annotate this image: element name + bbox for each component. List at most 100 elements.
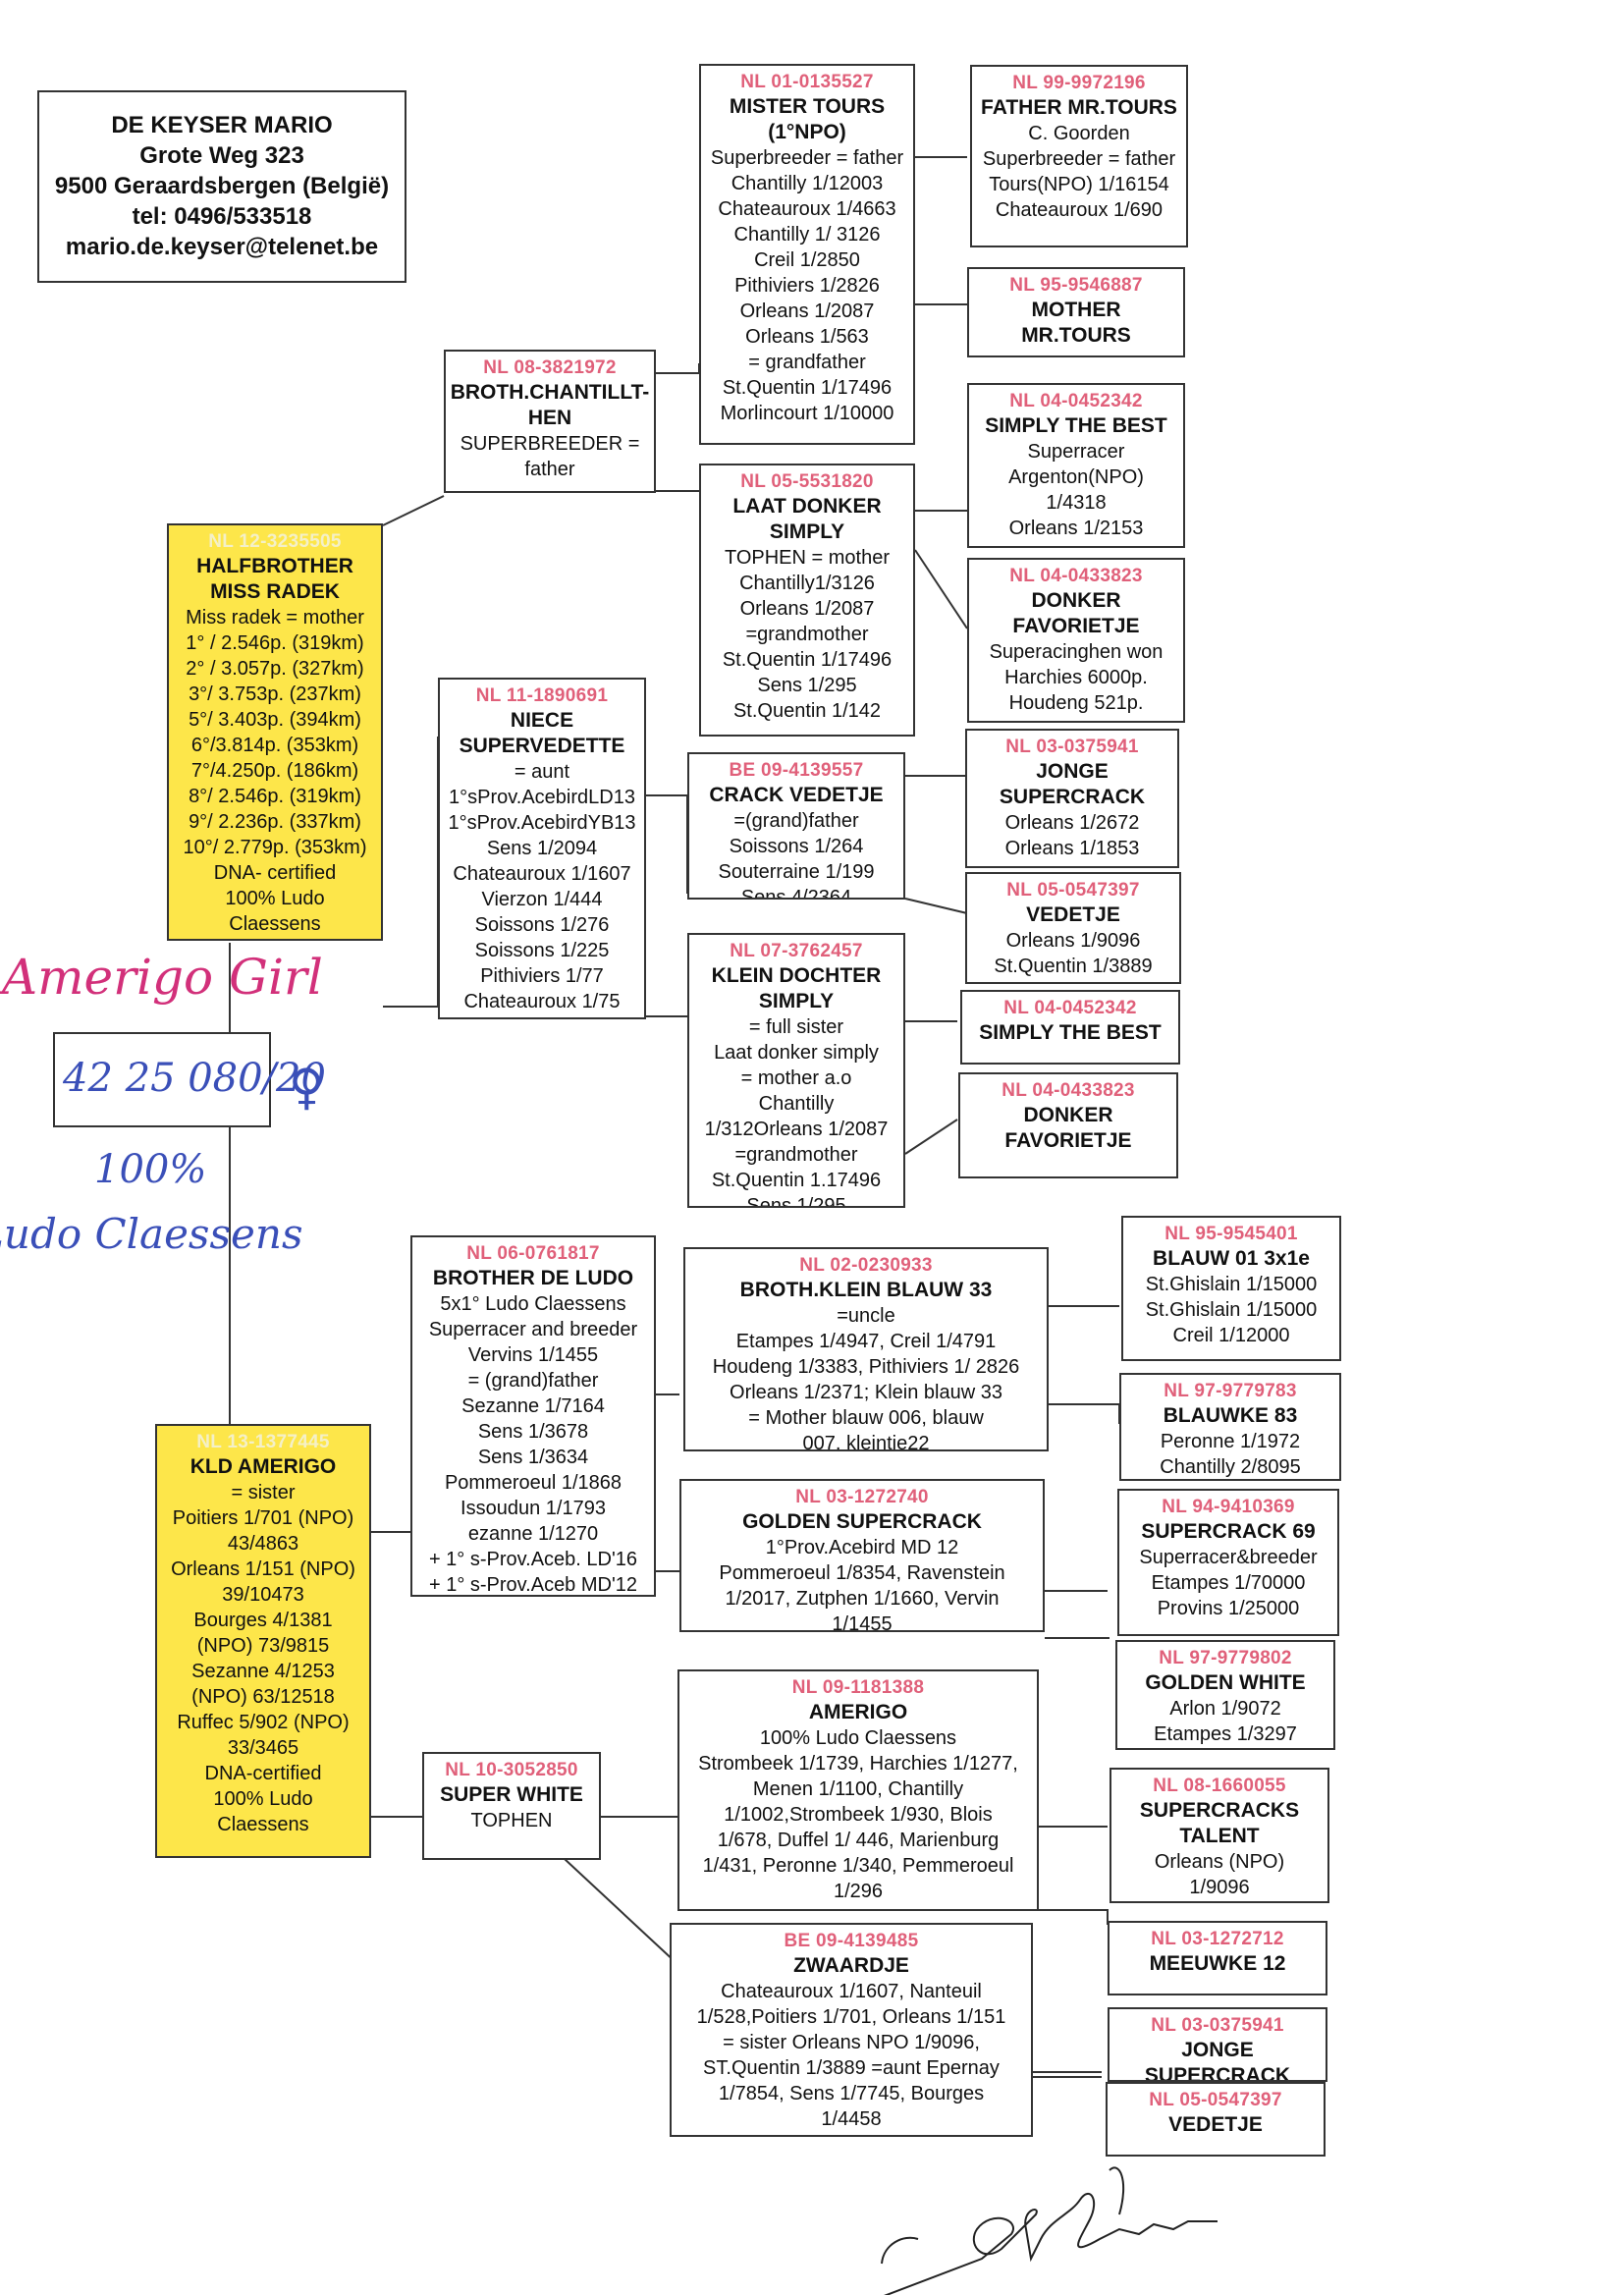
result-line: 1°Prov.Acebird MD 12 — [765, 1537, 959, 1558]
ring-number: NL 03-1272712 — [1151, 1929, 1284, 1949]
ring-number: NL 08-3821972 — [483, 357, 617, 378]
result-line: = sister — [231, 1482, 296, 1503]
signature — [881, 2166, 1218, 2295]
ring-number: NL 04-0452342 — [1003, 998, 1137, 1018]
result-line: St.Ghislain 1/15000 — [1145, 1299, 1318, 1321]
result-line: TOPHEN — [470, 1810, 553, 1831]
result-line: 1°sProv.AcebirdLD13 — [449, 787, 635, 808]
result-line: Superbreeder = father — [710, 147, 904, 169]
handwritten-percent: 100% — [94, 1147, 207, 1192]
result-line: Creil 1/12000 — [1172, 1325, 1290, 1346]
ring-number: NL 03-1272740 — [795, 1487, 929, 1507]
result-line: 100% Ludo — [225, 888, 325, 909]
result-line: 007, kleintje22 — [802, 1433, 930, 1451]
result-line: Harchies 6000p. — [1004, 667, 1148, 688]
ring-number: NL 10-3052850 — [445, 1760, 578, 1780]
result-line: + 1° s-Prov.Aceb. LD'16 — [428, 1549, 638, 1570]
pigeon-name: MISS RADEK — [210, 580, 340, 603]
result-line: 100% Ludo — [213, 1788, 313, 1810]
pigeon-name: GOLDEN SUPERCRACK — [742, 1510, 982, 1533]
result-line: St.Quentin 1/3889 — [994, 956, 1153, 977]
result-line: Pithiviers 1/2826 — [734, 275, 880, 297]
result-line: 39/10473 — [222, 1584, 304, 1606]
result-line: Pithiviers 1/77 — [480, 965, 604, 987]
subject-pigeon-box: 42 25 080/20 — [53, 1032, 326, 1127]
result-line: 1/528,Poitiers 1/701, Orleans 1/151 — [696, 2006, 1006, 2028]
result-line: 3°/ 3.753p. (237km) — [189, 683, 361, 705]
result-line: Arlon 1/9072 — [1169, 1698, 1281, 1720]
ring-number: NL 01-0135527 — [740, 72, 874, 92]
pigeon-name: DONKER — [1031, 589, 1121, 612]
result-line: Etampes 1/70000 — [1151, 1572, 1306, 1594]
result-line: St.Quentin 1/142 — [732, 700, 882, 722]
result-line: Houdeng 521p. — [1008, 692, 1144, 714]
result-line: Orleans 1/2153 — [1008, 518, 1144, 539]
ring-number: NL 11-1890691 — [475, 685, 609, 706]
result-line: Miss radek = mother — [186, 607, 364, 628]
pigeon-name: SIMPLY — [758, 990, 835, 1012]
pigeon-name: ZWAARDJE — [793, 1954, 909, 1977]
result-line: Superacinghen won — [989, 641, 1164, 663]
ring-number: NL 04-0433823 — [1001, 1080, 1135, 1101]
pigeon-name: KLD AMERIGO — [189, 1455, 337, 1478]
pigeon-name: JONGE — [1181, 2039, 1254, 2061]
result-line: =grandmother — [745, 624, 869, 645]
result-line: Creil 1/2850 — [754, 249, 860, 271]
result-line: 1/4318 — [1046, 492, 1107, 514]
pigeon-name: TALENT — [1179, 1825, 1260, 1847]
result-line: St.Quentin 1/17496 — [722, 377, 893, 399]
pigeon-name: SUPERCRACK 69 — [1141, 1520, 1316, 1543]
handwritten-ring: 42 25 080/20 — [63, 1056, 326, 1101]
result-line: Chantilly — [758, 1093, 835, 1115]
result-line: Strombeek 1/1739, Harchies 1/1277, — [698, 1753, 1018, 1775]
result-line: Souterraine 1/199 — [718, 861, 875, 883]
result-line: 1/4458 — [821, 2108, 882, 2130]
result-line: Bourges 4/1381 — [193, 1610, 333, 1631]
pigeon-name: KLEIN DOCHTER — [711, 964, 882, 987]
result-line: 1°sProv.AcebirdYB13 — [448, 812, 636, 834]
result-line: = (grand)father — [467, 1370, 599, 1392]
pigeon-name: SUPERCRACK — [999, 786, 1146, 808]
result-line: Sens 1/3678 — [477, 1421, 589, 1443]
result-line: Pommeroeul 1/1868 — [444, 1472, 623, 1494]
result-line: Sens 1/2094 — [486, 838, 598, 859]
ring-number: NL 97-9779802 — [1159, 1648, 1292, 1668]
result-line: 2° / 3.057p. (327km) — [186, 658, 364, 680]
pigeon-name: BLAUW 01 3x1e — [1153, 1247, 1310, 1270]
result-line: 8°/ 2.546p. (319km) — [189, 786, 361, 807]
owner-email: mario.de.keyser@telenet.be — [65, 234, 379, 260]
result-line: Orleans 1/2672 — [1004, 812, 1140, 834]
result-line: = Mother blauw 006, blauw — [748, 1407, 984, 1429]
result-line: Orleans (NPO) — [1154, 1851, 1285, 1873]
result-line: =uncle — [837, 1305, 895, 1327]
result-line: Chateauroux 1/1607 — [453, 863, 631, 885]
result-line: Orleans 1/2087 — [739, 598, 875, 620]
owner-street: Grote Weg 323 — [139, 142, 304, 169]
pigeon-name: SIMPLY — [769, 520, 845, 543]
result-line: 5°/ 3.403p. (394km) — [189, 709, 361, 731]
result-line: 10°/ 2.779p. (353km) — [183, 837, 367, 858]
result-line: Superracer and breeder — [428, 1319, 638, 1340]
pigeon-name: NIECE — [510, 709, 574, 732]
result-line: DNA- certified — [213, 862, 337, 884]
result-line: Orleans 1/9096 — [1005, 930, 1141, 952]
result-line: Morlincourt 1/10000 — [720, 403, 894, 424]
result-line: (NPO) 73/9815 — [196, 1635, 330, 1657]
result-line: Chateauroux 1/1607, Nanteuil — [721, 1981, 982, 2002]
result-line: = sister Orleans NPO 1/9096, — [723, 2032, 980, 2053]
result-line: father — [524, 459, 575, 480]
ring-number: NL 12-3235505 — [208, 531, 342, 552]
result-line: 7°/4.250p. (186km) — [190, 760, 359, 782]
result-line: Laat donker simply — [714, 1042, 879, 1064]
result-line: Superracer&breeder — [1139, 1547, 1318, 1568]
result-line: Claessens — [229, 913, 321, 935]
